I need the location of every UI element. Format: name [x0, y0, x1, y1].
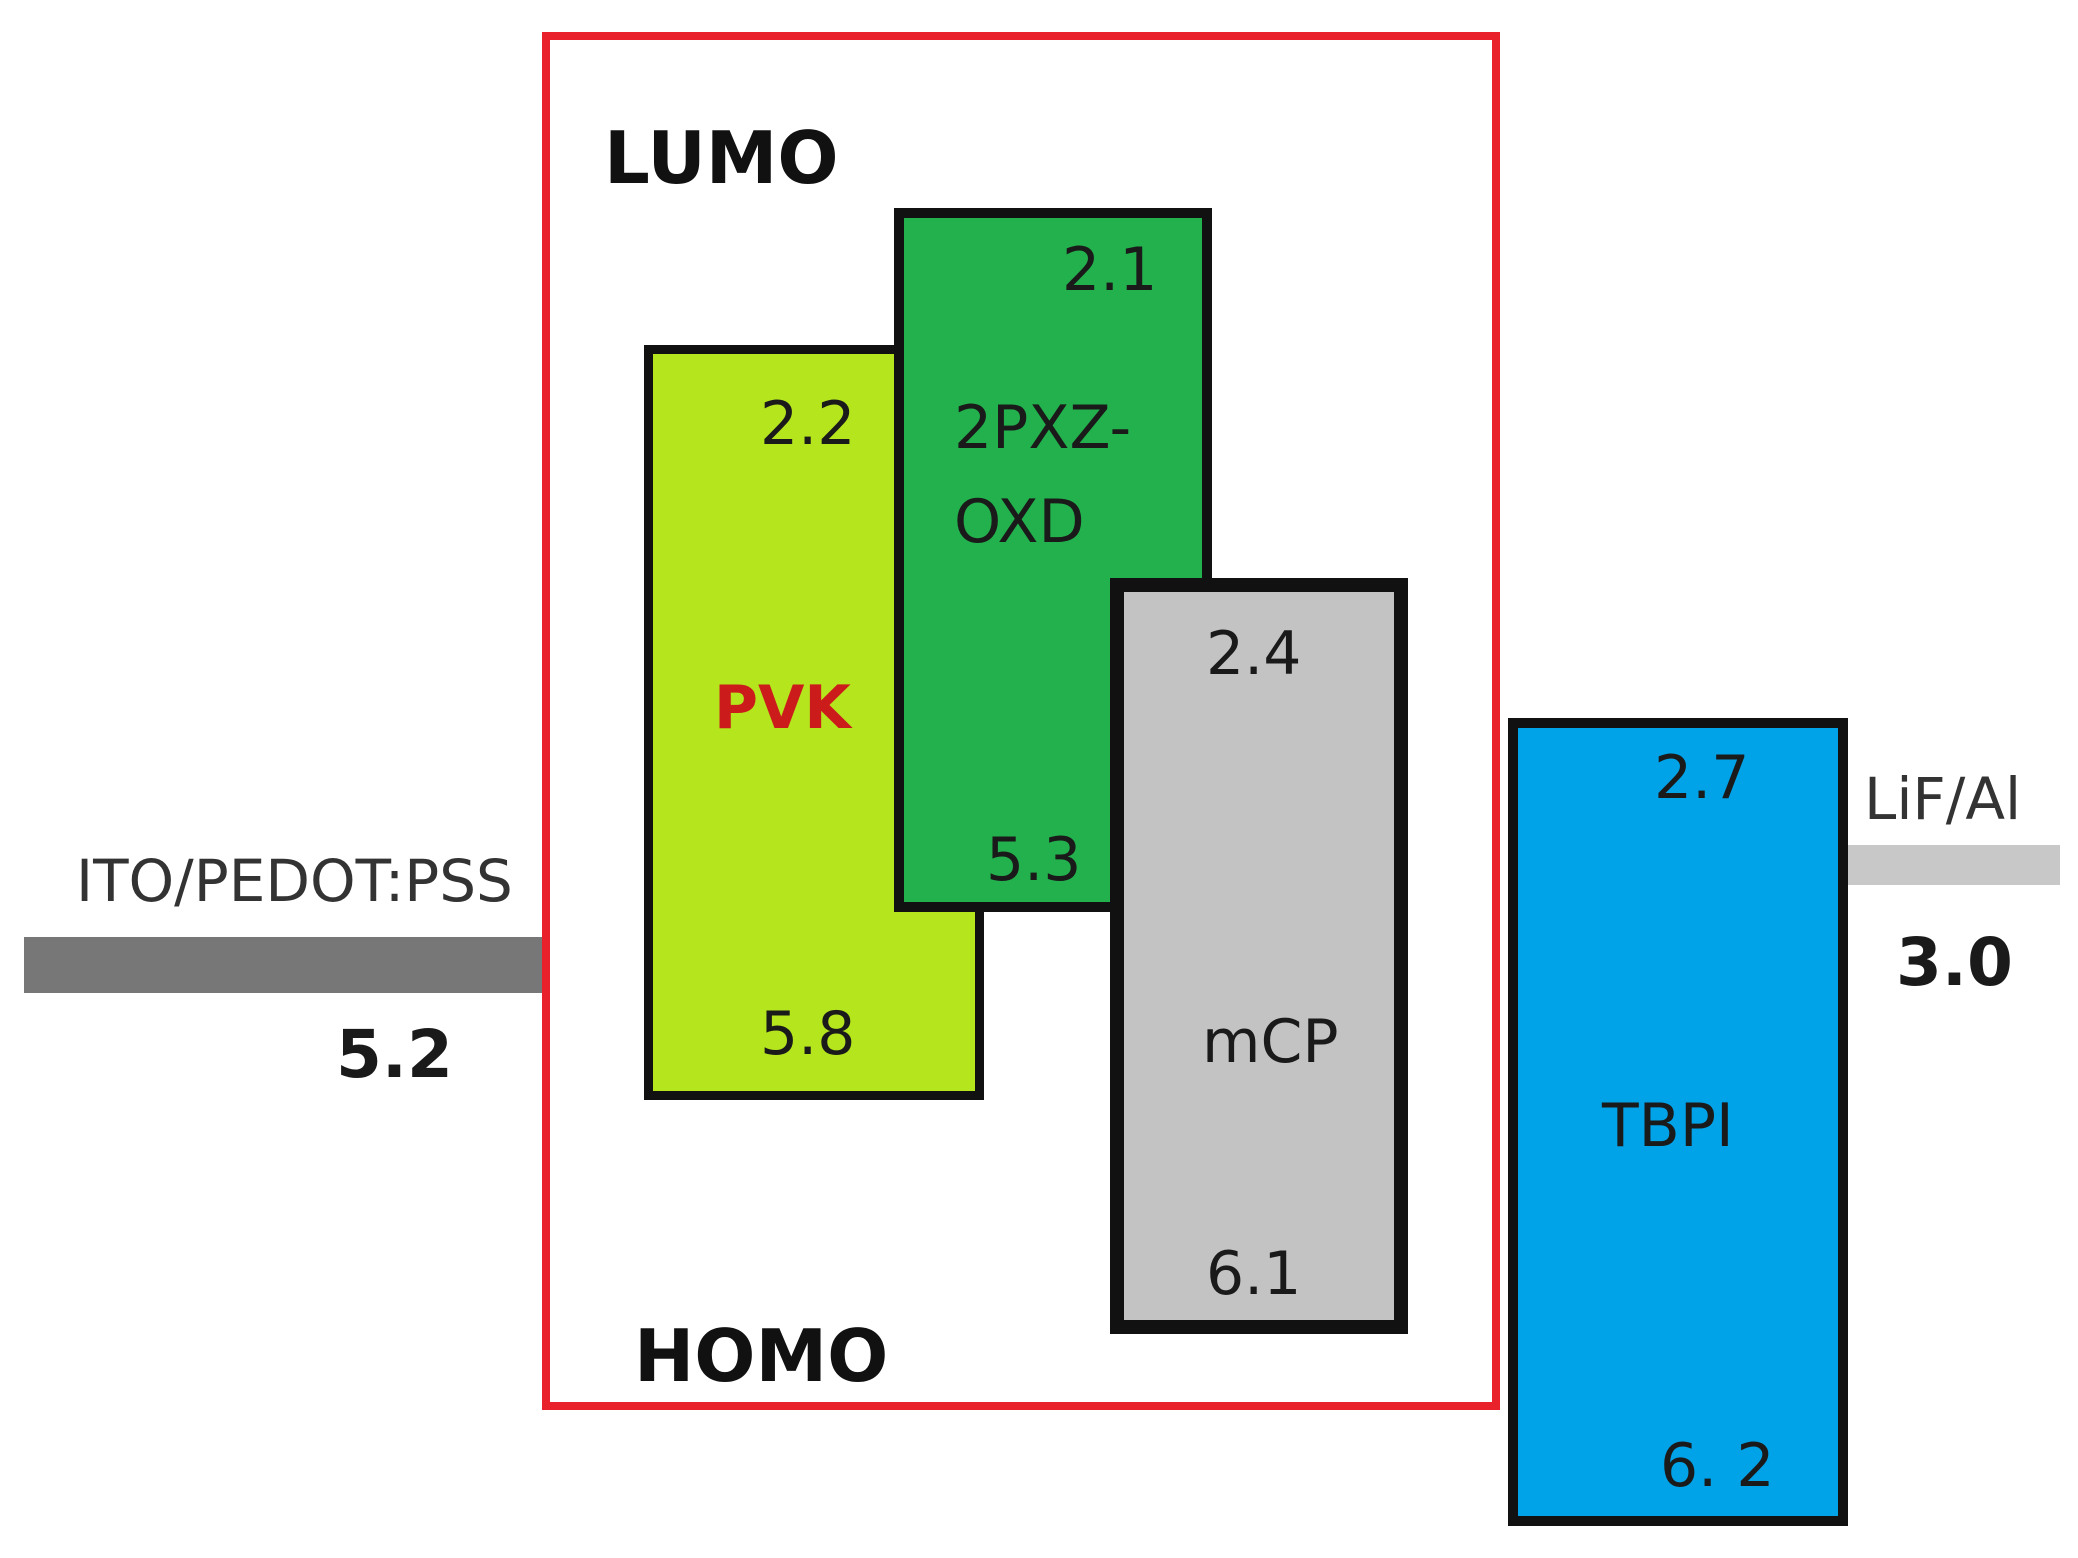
tbpi-block [1508, 718, 1848, 1526]
cathode-level-bar [1840, 845, 2060, 885]
emissive-layer-frame [542, 32, 1500, 1410]
mcp-block [1110, 578, 1408, 1334]
mcp-lumo-value: 2.4 [1206, 619, 1302, 689]
cathode-name: LiF/Al [1864, 765, 2022, 833]
2pxz-oxd-name-line2: OXD [954, 487, 1085, 557]
anode-name: ITO/PEDOT:PSS [76, 847, 513, 915]
pvk-name: PVK [714, 673, 851, 743]
anode-level-value: 5.2 [336, 1016, 453, 1093]
cathode-level-value: 3.0 [1896, 924, 2013, 1001]
pvk-homo-value: 5.8 [760, 999, 856, 1069]
pvk-lumo-value: 2.2 [760, 389, 856, 459]
lumo-label: LUMO [604, 116, 839, 200]
anode-level-bar [24, 937, 546, 993]
homo-label: HOMO [634, 1314, 889, 1398]
tbpi-name: TBPI [1602, 1091, 1734, 1161]
2pxz-oxd-lumo-value: 2.1 [1062, 235, 1158, 305]
2pxz-oxd-name-line1: 2PXZ- [954, 393, 1132, 463]
tbpi-homo-value: 6. 2 [1660, 1431, 1775, 1501]
mcp-name: mCP [1202, 1007, 1339, 1077]
mcp-homo-value: 6.1 [1206, 1239, 1302, 1309]
tbpi-lumo-value: 2.7 [1654, 743, 1750, 813]
2pxz-oxd-homo-value: 5.3 [986, 825, 1082, 895]
